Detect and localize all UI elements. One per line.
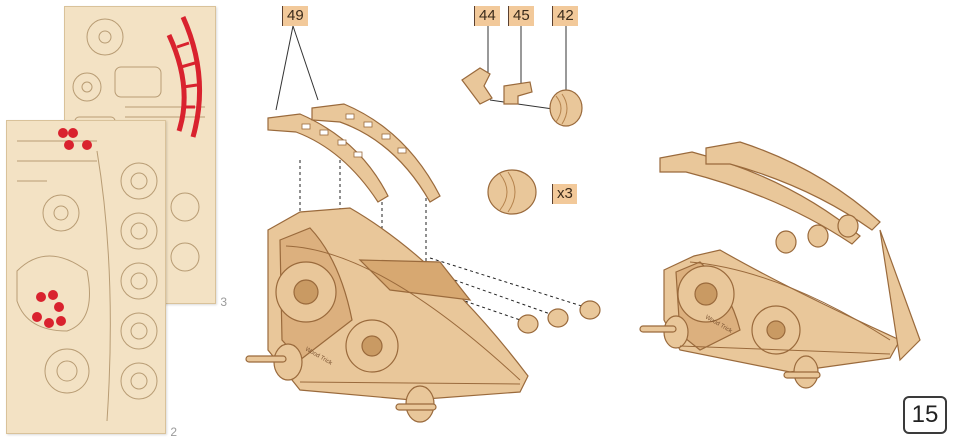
parts-sheet-2: 2 [6,120,177,439]
part-label-49: 49 [282,6,308,26]
sheet-2-cutouts [16,128,158,422]
part-label-45: 45 [508,6,534,26]
part-label-44: 44 [474,6,500,26]
quantity-label: x3 [552,184,577,204]
part-label-42: 42 [552,6,578,26]
sheet-number: 3 [220,295,227,309]
step-number: 15 [903,396,947,434]
sheet-number: 2 [170,425,177,439]
